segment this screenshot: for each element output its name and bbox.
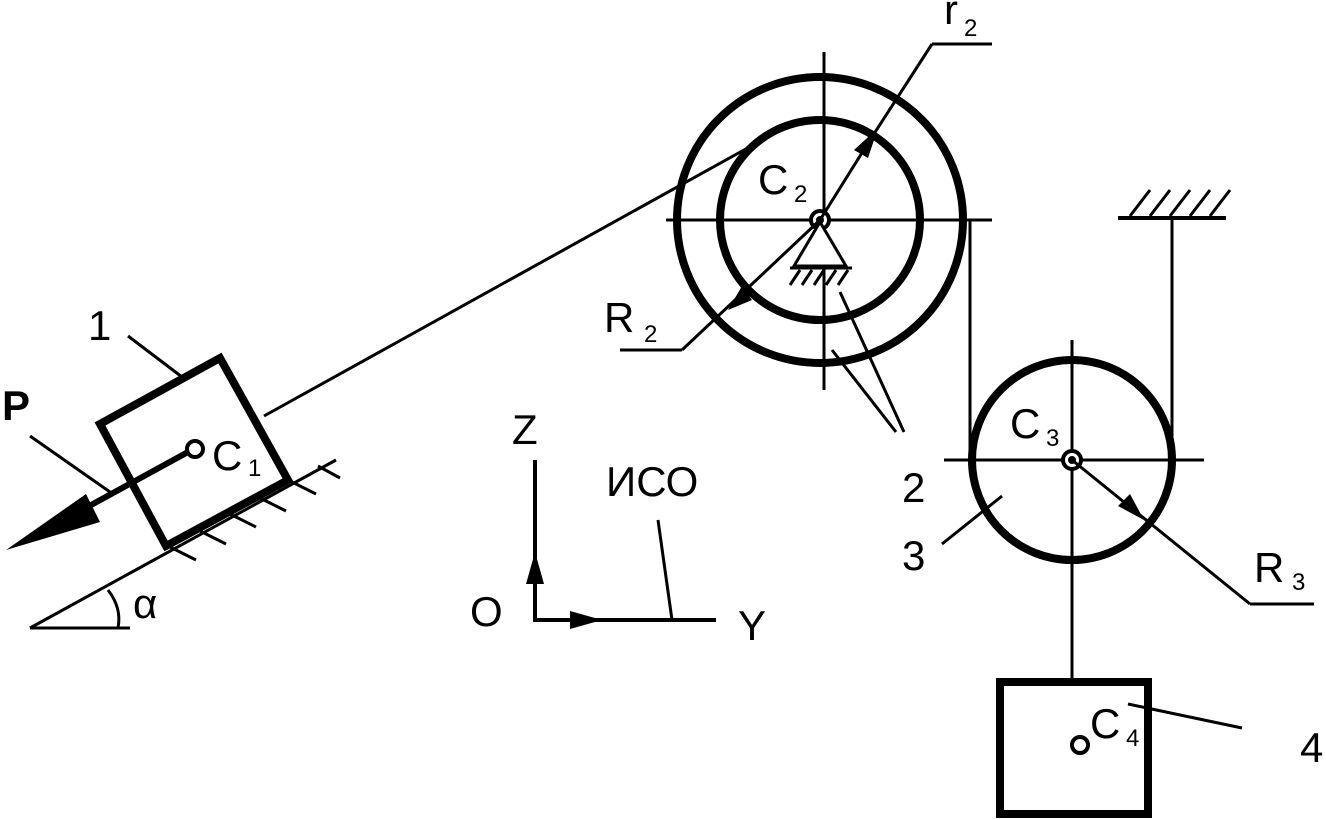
r3-label: R — [1254, 544, 1284, 591]
body-2-pulley — [620, 42, 992, 390]
coordinate-frame — [526, 460, 716, 629]
c1-label: C — [212, 432, 242, 479]
c2-label: C — [758, 156, 788, 203]
z-axis-arrow — [526, 552, 544, 584]
body-4-block — [996, 678, 1243, 818]
body-1-block — [94, 352, 294, 552]
r2-subscript: 2 — [964, 15, 977, 42]
force-p-label: P — [2, 382, 30, 429]
force-p — [6, 434, 190, 550]
big-r2-segment — [680, 218, 822, 352]
body-3-number: 3 — [902, 532, 925, 579]
leader-body-1 — [127, 334, 187, 382]
frame-leader — [656, 519, 674, 621]
force-p-leader — [29, 434, 111, 494]
axis-z-label: Z — [512, 406, 538, 453]
big-r2-subscript: 2 — [644, 321, 657, 348]
leader-body-3 — [941, 494, 1003, 546]
force-p-arrowhead — [6, 494, 100, 550]
incline-hatching — [169, 464, 341, 562]
block-4-outline — [996, 678, 1152, 818]
c1-subscript: 1 — [248, 455, 261, 482]
r3-arrowhead — [1118, 494, 1144, 520]
r3-subscript: 3 — [1292, 569, 1305, 596]
c4-point — [1070, 735, 1090, 755]
c2-subscript: 2 — [794, 181, 807, 208]
c1-point — [185, 439, 205, 459]
angle-arc — [106, 589, 121, 629]
big-r2-arrowhead — [728, 286, 752, 310]
origin-label: O — [470, 588, 503, 635]
angle-label: α — [133, 580, 157, 627]
ceiling-support — [1118, 189, 1232, 460]
leader-body-4 — [1127, 702, 1243, 730]
body-1-number: 1 — [88, 302, 111, 349]
c4-subscript: 4 — [1126, 725, 1139, 752]
r2-extension — [868, 43, 934, 141]
r3-segment — [1071, 458, 1251, 606]
big-r2-label: R — [604, 294, 634, 341]
c3-label: C — [1010, 400, 1040, 447]
c4-label: C — [1090, 700, 1120, 747]
r2-label: r — [944, 0, 958, 33]
body-3-pulley — [941, 340, 1314, 680]
leader-body-2 — [830, 291, 906, 433]
block-1-outline — [94, 352, 294, 552]
y-axis-arrow — [570, 611, 602, 629]
frame-label: ИСО — [606, 458, 698, 505]
c3-subscript: 3 — [1046, 425, 1059, 452]
body-4-number: 4 — [1300, 724, 1323, 771]
body-2-number: 2 — [902, 464, 925, 511]
pulley-2-support — [788, 219, 852, 286]
axis-y-label: Y — [738, 602, 766, 649]
incline-surface — [29, 458, 337, 630]
inclined-plane — [29, 458, 341, 630]
